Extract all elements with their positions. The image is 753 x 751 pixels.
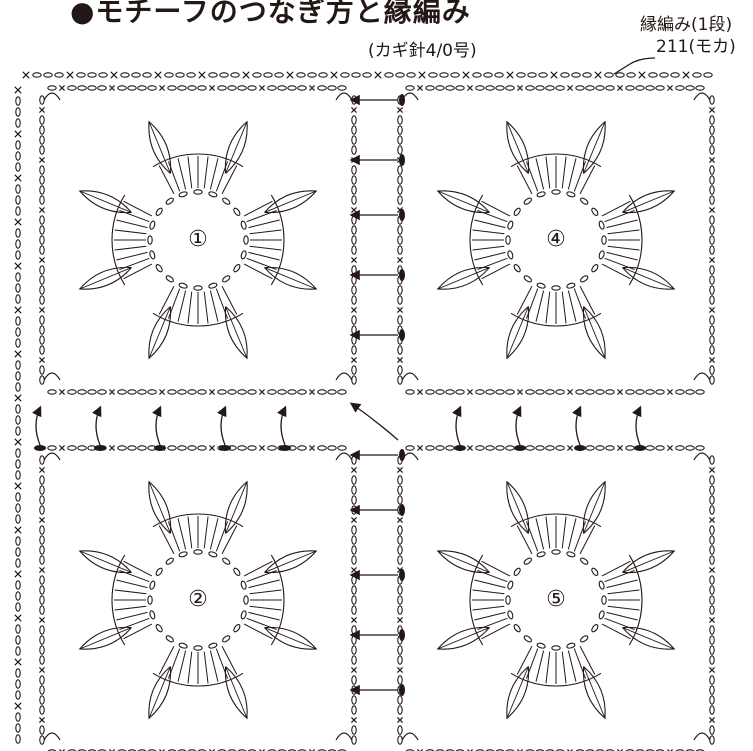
edging-yarn-label: 211(モカ)	[656, 37, 736, 57]
motif-3	[396, 84, 716, 396]
edging-left-column	[14, 86, 22, 744]
motif-number-2: ②	[188, 587, 208, 612]
edging-top-row	[22, 71, 713, 79]
motifs	[38, 84, 716, 751]
diagram-title: ●モチーフのつなぎ方と縁編み	[70, 0, 471, 28]
edging-note: 縁編み(1段) 211(モカ)	[640, 14, 736, 58]
edging-rows-label: 縁編み(1段)	[640, 15, 733, 35]
motif-2	[38, 444, 358, 751]
motif-number-1: ①	[188, 227, 208, 252]
edging-leader-line	[613, 57, 656, 75]
motif-number-5: ⑤	[546, 587, 566, 612]
motif-number-4: ④	[546, 227, 566, 252]
joining-arrows	[31, 94, 646, 696]
needle-note: (カギ針4/0号)	[368, 41, 477, 61]
